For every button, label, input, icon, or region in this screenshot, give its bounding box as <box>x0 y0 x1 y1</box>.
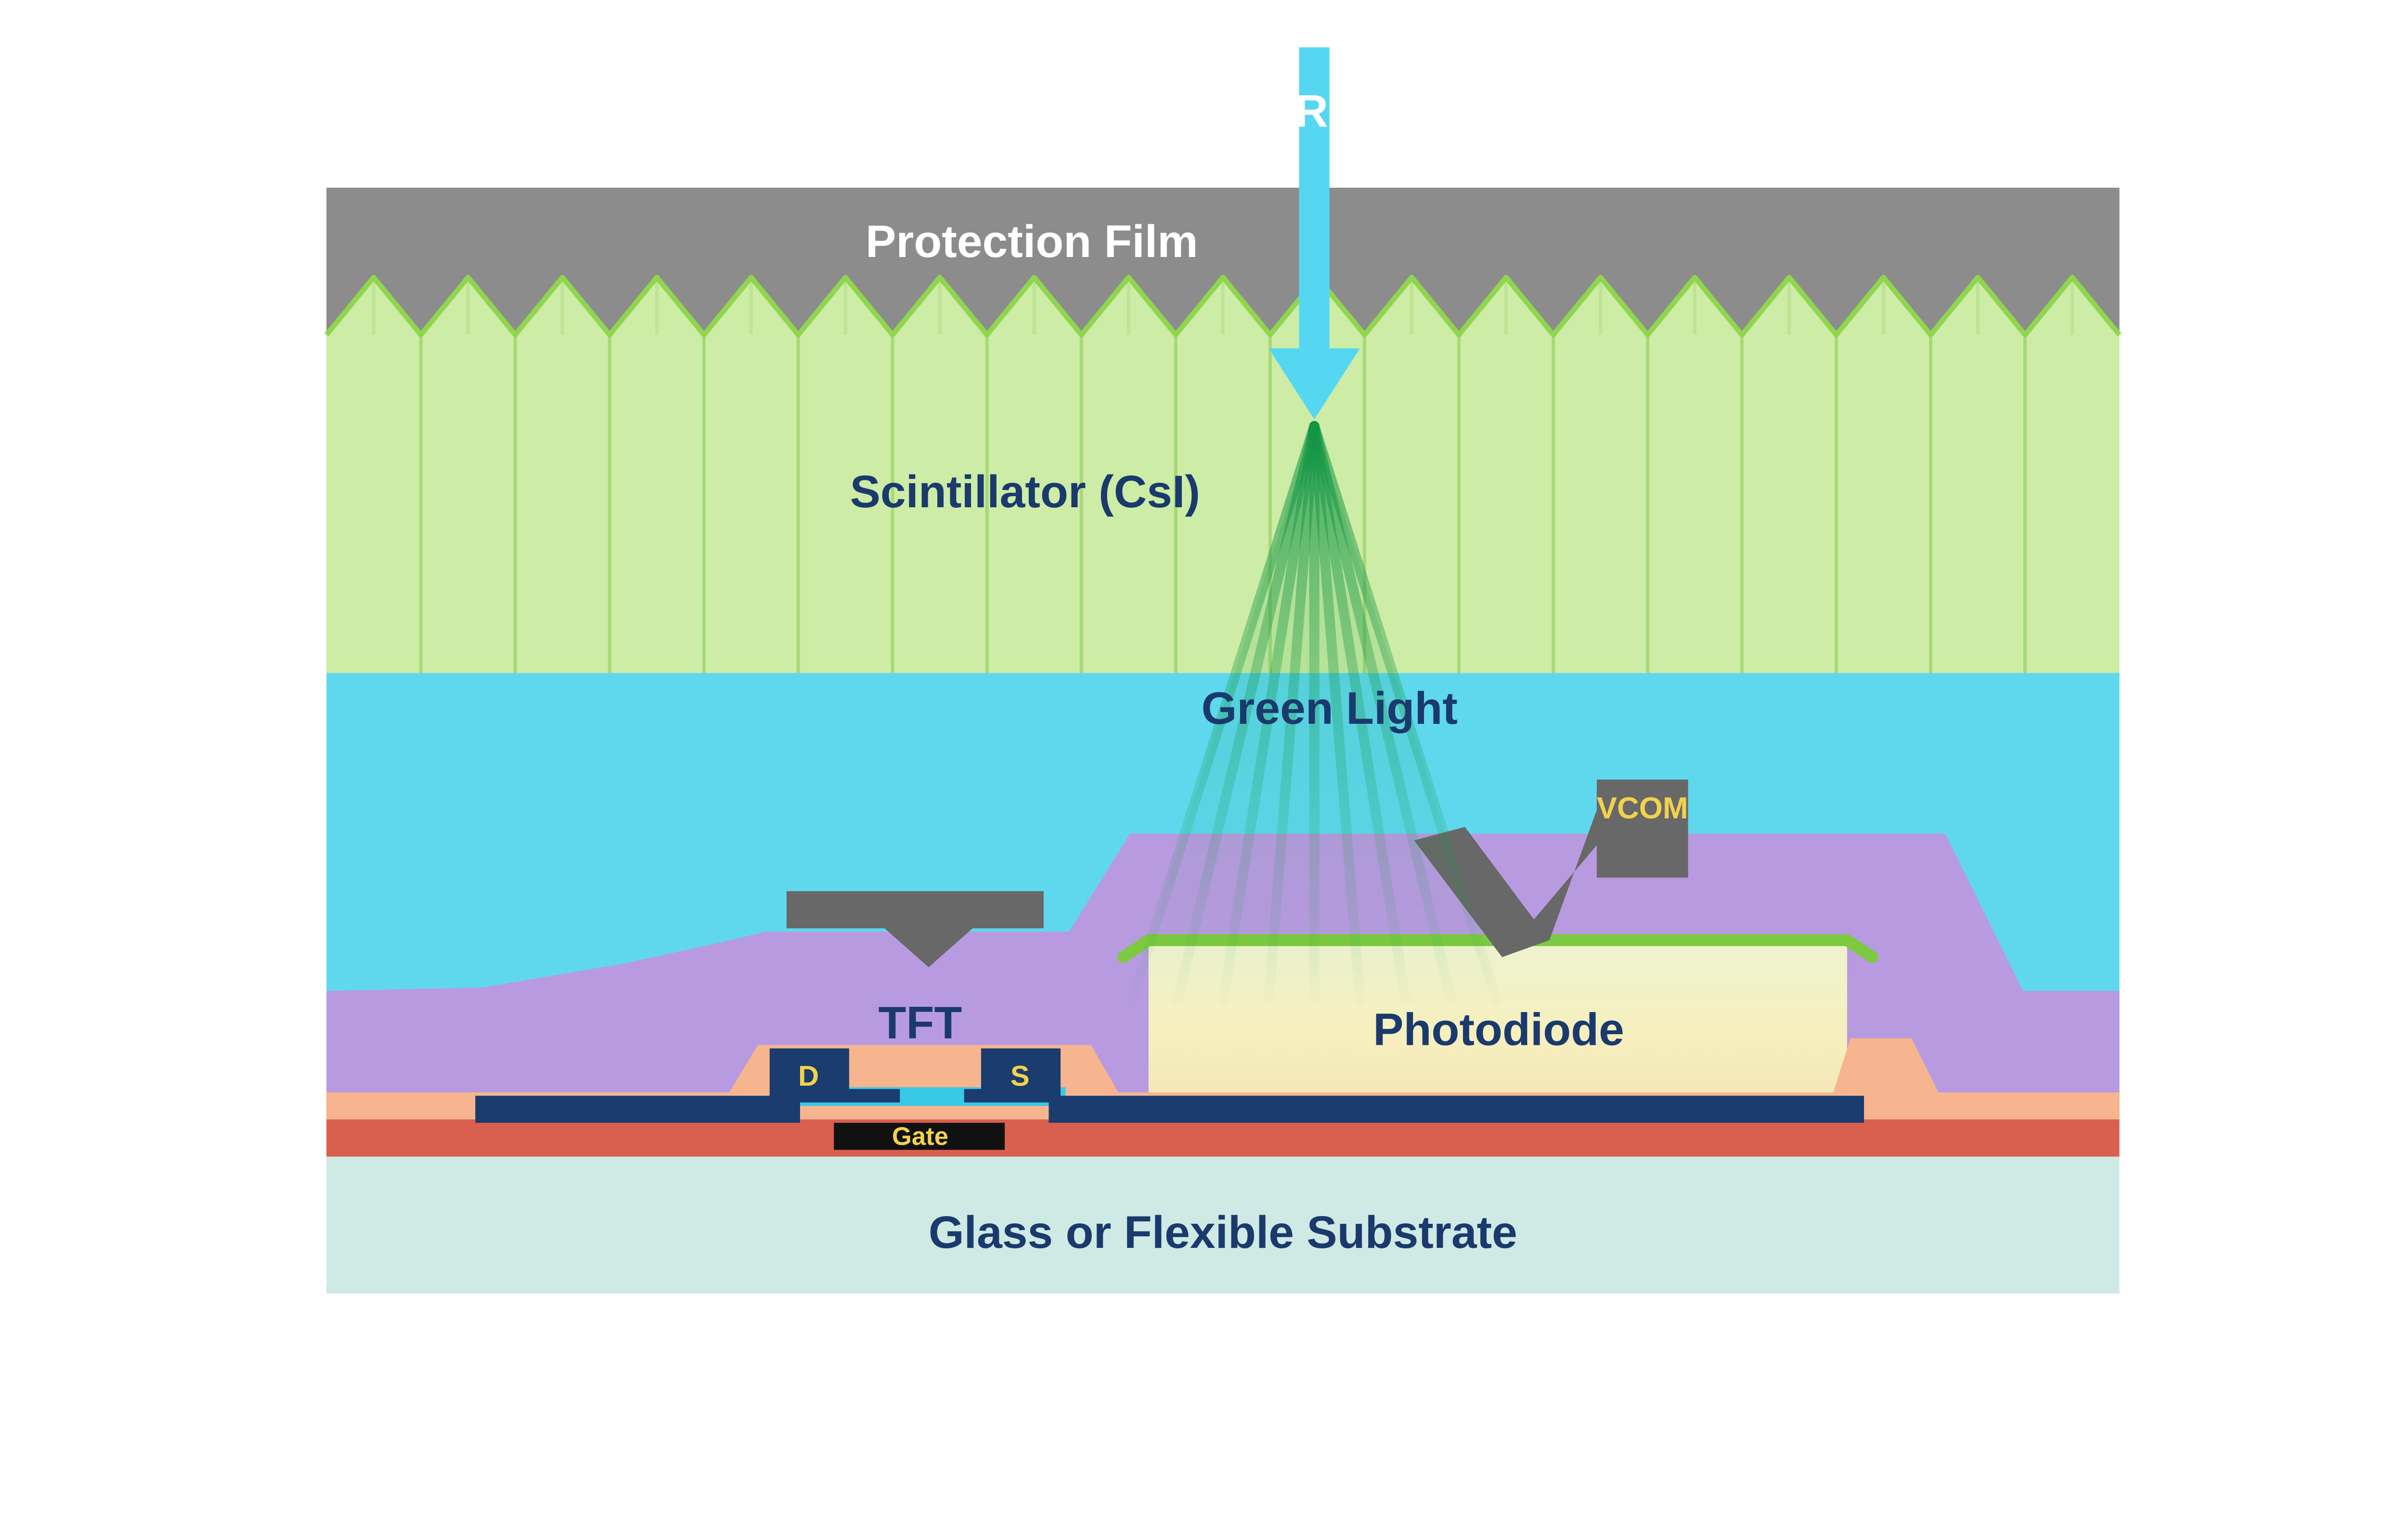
green-light-ray <box>1309 421 1411 1006</box>
gate-label: Gate <box>892 1122 948 1151</box>
green-light-ray <box>1309 421 1457 1006</box>
protection-film-label: Protection Film <box>866 216 1198 267</box>
xray-arrow-head <box>1268 348 1360 420</box>
scintillator-column-lines <box>419 334 2027 673</box>
metal-line-right <box>1048 1095 1864 1123</box>
left-contact-structure <box>786 891 1044 967</box>
xray-detector-diagram: X-Ray Protection Film Scintillator (CsI)… <box>324 47 2122 1294</box>
drain-label: D <box>798 1060 819 1092</box>
scintillator-label: Scintillator (CsI) <box>850 466 1200 517</box>
green-light-ray <box>1263 421 1320 1006</box>
xray-arrow <box>1268 47 1360 420</box>
green-light-ray <box>1172 421 1320 1006</box>
green-light-label: Green Light <box>1202 683 1458 734</box>
green-light-ray <box>1126 421 1320 1006</box>
xray-label: X-Ray <box>1250 86 1379 137</box>
vcom-label: VCOM <box>1597 792 1688 825</box>
photodiode-label: Photodiode <box>1373 1004 1624 1055</box>
substrate-label: Glass or Flexible Substrate <box>929 1207 1517 1258</box>
scintillator-zigzag-edge <box>324 274 2122 337</box>
substrate-layer <box>326 1156 2120 1294</box>
green-light-ray <box>1309 421 1365 1006</box>
scintillator-layer <box>326 277 2120 673</box>
xray-arrow-shaft <box>1299 47 1330 352</box>
gate-electrode <box>834 1123 1005 1150</box>
source-electrode <box>964 1048 1061 1103</box>
tft-label: TFT <box>879 997 962 1048</box>
green-light-rays <box>1126 421 1502 1006</box>
green-light-ray <box>1217 421 1320 1006</box>
green-light-ray <box>1309 421 1502 1006</box>
drain-electrode <box>769 1048 900 1103</box>
vcom-block <box>1596 779 1688 878</box>
metal-line-left <box>475 1095 800 1123</box>
source-label: S <box>1010 1060 1030 1092</box>
right-salmon-bump <box>1826 1038 1949 1113</box>
